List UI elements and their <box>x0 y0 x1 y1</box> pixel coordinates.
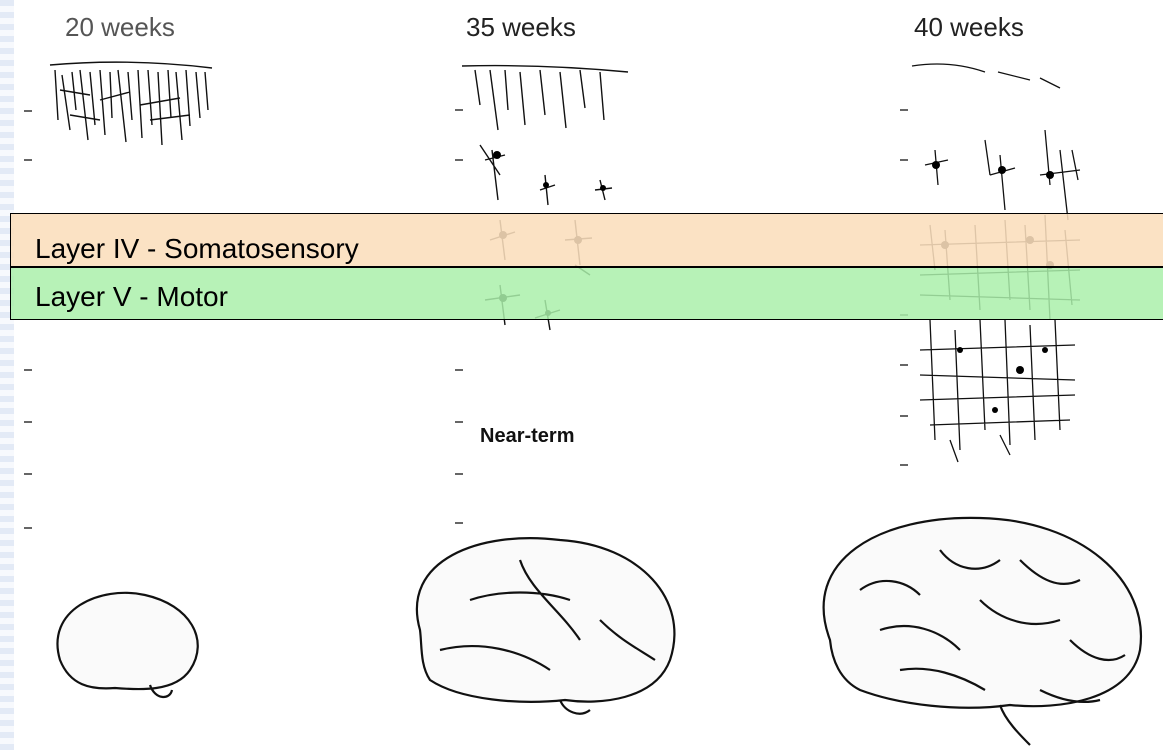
layer-iv-band: Layer IV - Somatosensory <box>10 213 1163 267</box>
column-label-20-weeks: 20 weeks <box>65 12 175 42</box>
column-label-35-weeks: 35 weeks <box>466 12 576 42</box>
layer-v-label: Layer V - Motor <box>35 281 228 312</box>
brain-40-weeks-illustration <box>822 516 1143 746</box>
near-term-label: Near-term <box>480 425 575 447</box>
brain-20-weeks-illustration <box>56 591 199 698</box>
column-label-40-weeks: 40 weeks <box>914 12 1024 42</box>
slide-edge-pattern <box>0 0 14 750</box>
layer-v-band: Layer V - Motor <box>10 267 1163 320</box>
neurons-20-weeks <box>49 61 213 146</box>
brain-35-weeks-illustration <box>415 537 676 715</box>
layer-iv-label: Layer IV - Somatosensory <box>35 233 359 264</box>
